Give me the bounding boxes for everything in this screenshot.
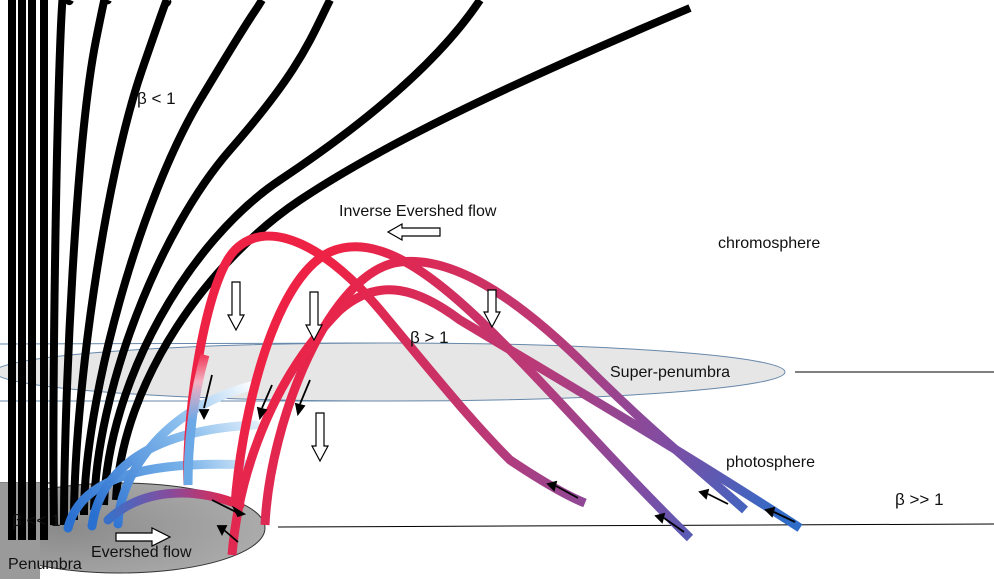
- label-beta-lt-1: β < 1: [137, 89, 176, 108]
- evershed-line-3: [113, 380, 260, 529]
- downflow-arrows: [227, 281, 501, 463]
- arrow-small-4: [211, 499, 237, 513]
- arrowhead-small-2: [256, 406, 268, 421]
- arrow-small-2: [261, 384, 273, 409]
- loop-1-fade: [183, 353, 210, 486]
- label-evershed-flow: Evershed flow: [91, 544, 192, 561]
- field-lines-beta-lt-1: [8, 0, 692, 540]
- field-line-10: [100, 0, 484, 506]
- arrowhead-small-7: [654, 512, 666, 524]
- arrowhead-small-6: [546, 480, 558, 492]
- label-chromosphere: chromosphere: [718, 235, 820, 252]
- label-photosphere: photosphere: [726, 454, 815, 471]
- label-penumbra: Penumbra: [8, 556, 82, 573]
- label-beta-ll-1: β << 1: [12, 511, 61, 530]
- field-line-7: [70, 0, 172, 521]
- label-super-penumbra: Super-penumbra: [610, 364, 730, 381]
- evershed-arrow: [115, 527, 172, 547]
- loop-4: [227, 285, 803, 556]
- label-beta-gg-1: β >> 1: [895, 490, 944, 509]
- arrow-small-6: [555, 485, 579, 499]
- arrowhead-small-9: [764, 506, 776, 518]
- evershed-line-1: [63, 459, 255, 533]
- arrow-small-7: [663, 517, 685, 533]
- arrowhead-small-1: [198, 409, 210, 421]
- label-beta-gt-1: β > 1: [410, 328, 449, 347]
- field-line-8: [80, 0, 266, 516]
- down-arrow-1: [227, 281, 245, 332]
- label-inverse-evershed-flow: Inverse Evershed flow: [339, 203, 497, 220]
- small-flow-arrows: [198, 374, 796, 543]
- down-arrow-4: [311, 412, 329, 463]
- arrowhead-small-3: [294, 402, 306, 417]
- field-line-6: [60, 0, 112, 526]
- evershed-line-4: [103, 488, 245, 525]
- arrowhead-small-8: [698, 488, 710, 500]
- evershed-line-2: [87, 420, 260, 531]
- down-arrow-3: [483, 289, 501, 329]
- arrow-small-5: [223, 529, 239, 543]
- arrow-small-9: [773, 511, 796, 523]
- inverse-evershed-arrow: [386, 222, 441, 242]
- field-line-9: [90, 0, 334, 511]
- evershed-flow-lines: [63, 380, 260, 533]
- photosphere-boundary-line: [277, 523, 994, 528]
- arrow-small-8: [707, 493, 729, 505]
- arrow-small-3: [299, 379, 311, 405]
- down-arrow-2: [305, 291, 323, 342]
- arrow-small-1: [203, 374, 213, 409]
- inverse-evershed-loops: [183, 231, 803, 556]
- arrowhead-small-4: [231, 505, 247, 518]
- field-line-5: [49, 0, 74, 526]
- arrowhead-small-5: [216, 525, 228, 537]
- field-line-11: [112, 4, 692, 501]
